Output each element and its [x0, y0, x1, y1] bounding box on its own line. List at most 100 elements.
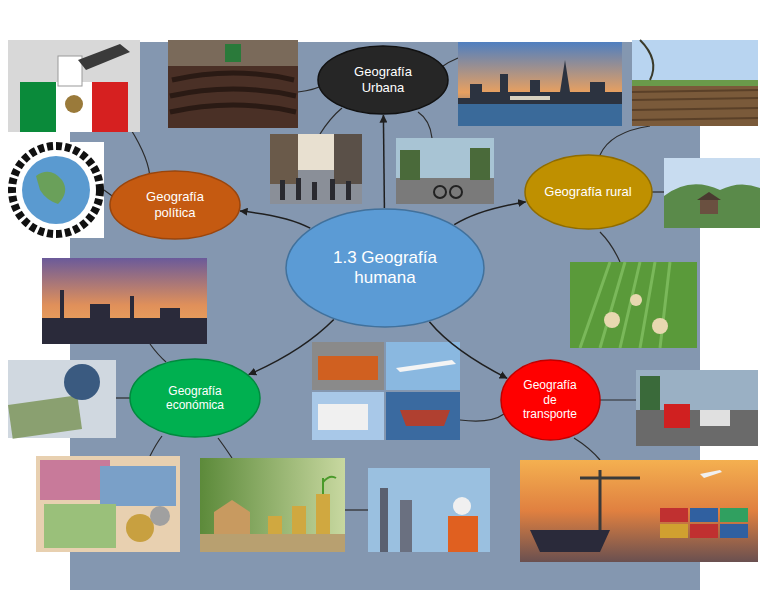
coin-stack	[268, 516, 282, 534]
house	[700, 200, 718, 214]
leader-line	[150, 436, 162, 456]
train	[318, 356, 378, 380]
ellipse-fill	[130, 359, 260, 437]
furrows	[632, 90, 758, 120]
text-wrap: Geografía de transporte	[517, 378, 583, 421]
rural-photo	[664, 158, 760, 228]
street-photo	[270, 134, 362, 204]
photo-ground	[168, 40, 298, 128]
ellipse-fill	[501, 360, 600, 440]
seat-row	[170, 89, 296, 96]
bridge	[510, 96, 550, 100]
bill	[100, 466, 176, 506]
topic-ellipse: Geografía de transporte	[500, 359, 601, 441]
person	[280, 180, 285, 200]
person	[296, 178, 301, 200]
plane-ground	[386, 342, 460, 390]
topic-ellipse: Geografía económica	[129, 358, 261, 438]
text-wrap: Geografía rural	[544, 184, 631, 200]
person	[330, 179, 335, 200]
hat	[630, 294, 642, 306]
tree	[400, 150, 420, 180]
ship	[530, 530, 610, 552]
photo-ground	[36, 456, 180, 552]
ellipse-fill	[525, 155, 652, 229]
bill	[8, 395, 82, 438]
ballot-photo	[8, 40, 140, 132]
field	[632, 84, 758, 126]
leader-line	[345, 509, 368, 510]
flag-emblem	[65, 95, 83, 113]
seat-row	[172, 73, 294, 80]
building	[270, 134, 298, 184]
photo-ground	[200, 458, 345, 552]
bill	[44, 504, 116, 548]
truck	[318, 404, 368, 430]
leader-line	[130, 128, 150, 180]
transport-photo	[312, 342, 460, 440]
photo-ground	[8, 360, 116, 438]
sprout	[323, 477, 336, 494]
bus-photo	[636, 370, 758, 446]
curved-arrow	[454, 202, 525, 225]
topic-ellipse: Geografía política	[109, 170, 241, 240]
people	[280, 178, 351, 200]
skyline	[458, 60, 622, 104]
curved-arrow	[249, 320, 334, 375]
road	[636, 410, 758, 446]
bus	[664, 404, 690, 428]
money-photo	[8, 360, 116, 439]
text-wrap: Geografía política	[130, 189, 220, 220]
node-label: Geografía Urbana	[338, 64, 428, 95]
photo-ground	[8, 40, 140, 132]
wood-house	[214, 500, 250, 534]
leader-line	[574, 438, 600, 460]
refinery-silhouette	[42, 290, 207, 344]
plane	[700, 470, 722, 478]
leader-line	[150, 344, 166, 362]
crop-rows	[580, 262, 670, 348]
leader-line	[600, 126, 650, 155]
ship-ground	[386, 392, 460, 440]
pesos-photo	[36, 456, 180, 552]
leader-line	[460, 414, 504, 421]
coin	[150, 506, 170, 526]
container	[690, 508, 718, 522]
container	[720, 508, 748, 522]
text-wrap: Geografía Urbana	[338, 64, 428, 95]
seat-row	[170, 105, 296, 112]
ellipse-fill	[110, 171, 240, 239]
leader-line	[418, 112, 432, 138]
parliament-wall	[168, 40, 298, 66]
savings-photo	[200, 458, 345, 552]
node-label: Geografía rural	[544, 184, 631, 200]
sky	[298, 134, 334, 170]
photo-ground	[632, 40, 758, 126]
container	[720, 524, 748, 538]
curved-arrow	[383, 115, 384, 208]
parliament-flag	[225, 44, 241, 62]
city-photo	[458, 42, 622, 126]
photo-ground	[396, 138, 494, 204]
roof	[697, 192, 721, 200]
refinery-photo	[42, 258, 207, 344]
globe	[64, 364, 100, 400]
node-label: Geografía económica	[150, 384, 240, 413]
parliament-photo	[168, 40, 298, 128]
leader-line	[320, 108, 342, 134]
topic-ellipse: Geografía rural	[524, 154, 653, 230]
photo-ground	[570, 262, 697, 348]
crane	[580, 470, 640, 530]
building	[334, 134, 362, 184]
photo-ground	[458, 42, 622, 126]
node-label: Geografía política	[130, 189, 220, 220]
person	[346, 181, 351, 200]
coin	[126, 514, 154, 542]
leader-line	[218, 438, 232, 458]
photo-ground	[368, 468, 490, 552]
curved-arrow	[240, 211, 310, 228]
photo-ground	[42, 258, 207, 344]
container	[660, 508, 688, 522]
node-label: Geografía de transporte	[517, 378, 583, 421]
